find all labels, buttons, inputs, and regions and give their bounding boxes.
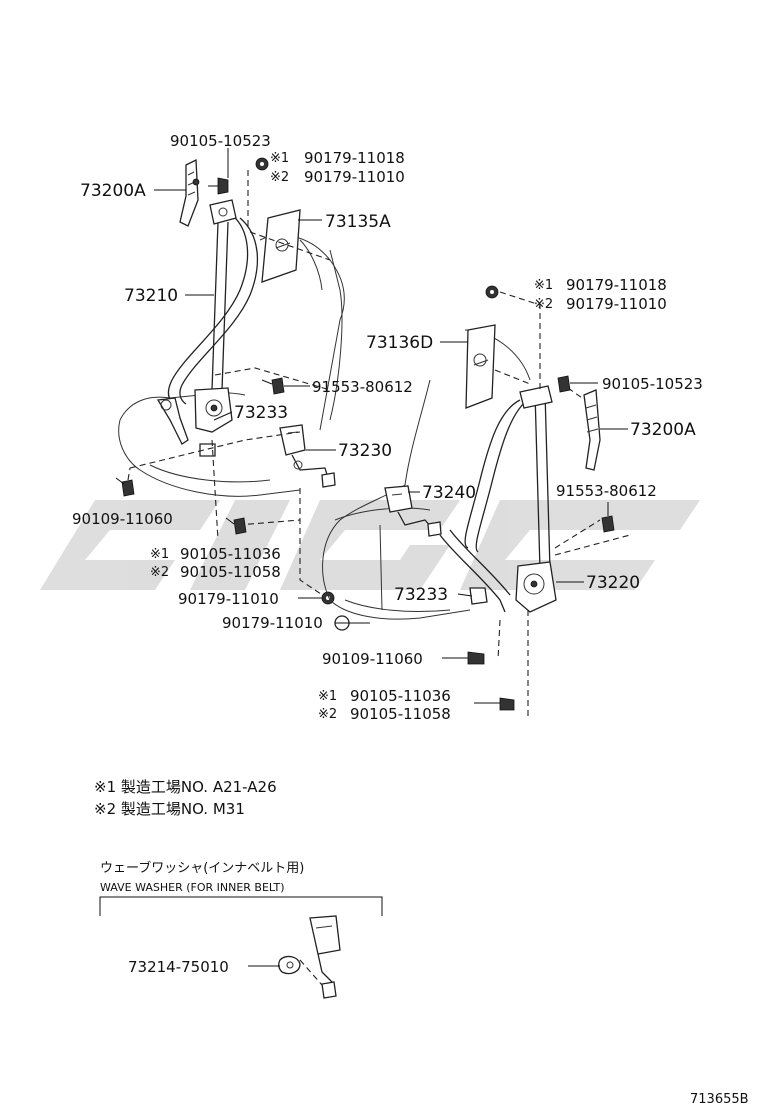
right-seat-outline: [322, 329, 531, 620]
label-90105-11036-right: 90105-11036: [350, 687, 451, 705]
left-seat-outline: [118, 234, 345, 497]
label-91553-80612-mid: 91553-80612: [312, 378, 413, 396]
label-73200A-right: 73200A: [630, 420, 696, 440]
label-90179-11010-top: 90179-11010: [304, 168, 405, 186]
left-belt-73210: [167, 199, 259, 406]
label-90179-11010-a: 90179-11010: [178, 590, 279, 608]
label-91553-80612-right: 91553-80612: [556, 482, 657, 500]
right-belt: [439, 385, 553, 613]
bolt-91553-80612-mid: [261, 377, 285, 395]
left-buckle-73230: [279, 424, 336, 488]
left-anchor-73200A: [179, 158, 200, 227]
label-73136D: 73136D: [366, 333, 433, 353]
label-note2-bottom: ※2: [318, 707, 337, 722]
label-73135A: 73135A: [325, 212, 391, 232]
left-dashed-lines: [127, 170, 331, 601]
right-anchor-73200A: [583, 389, 601, 471]
belt-guide-73135A: [261, 209, 301, 283]
label-90109-11060-right: 90109-11060: [322, 650, 423, 668]
label-note1-right: ※1: [534, 278, 553, 293]
right-anchor-cover-73233: [469, 587, 488, 605]
footnote-1: ※1 製造工場NO. A21-A26: [94, 778, 277, 796]
label-note1-mid: ※1: [150, 547, 169, 562]
wave-washer-inset: ウェーブワッシャ(インナベルト用) WAVE WASHER (FOR INNER…: [99, 860, 383, 999]
figure-id: 713655B: [690, 1092, 749, 1107]
label-73230: 73230: [338, 441, 392, 461]
label-73200A-left: 73200A: [80, 181, 146, 201]
bolt-90105-11036-right: [499, 697, 515, 711]
label-90109-11060-left: 90109-11060: [72, 510, 173, 528]
right-buckle-73240: [384, 485, 442, 537]
label-90105-11058-right: 90105-11058: [350, 705, 451, 723]
label-73214-75010: 73214-75010: [128, 958, 229, 976]
right-retractor-73220: [515, 561, 557, 613]
bolt-90105-10523-right: [557, 375, 571, 393]
label-note2-right: ※2: [534, 297, 553, 312]
nut-90179-right: [485, 285, 499, 299]
label-90105-10523-right: 90105-10523: [602, 375, 703, 393]
label-73233-right: 73233: [394, 585, 448, 605]
leader-lines: [154, 148, 628, 704]
label-note1-bottom: ※1: [318, 689, 337, 704]
label-90179-11010-right: 90179-11010: [566, 295, 667, 313]
label-90179-11018-right: 90179-11018: [566, 276, 667, 294]
bolt-90105-10523-top: [208, 177, 229, 195]
footnote-2: ※2 製造工場NO. M31: [94, 800, 245, 818]
left-retractor: [156, 387, 233, 457]
bolt-90109-11060-left: [115, 477, 135, 497]
label-90105-11058-left: 90105-11058: [180, 563, 281, 581]
label-90105-10523-top: 90105-10523: [170, 132, 271, 150]
label-90179-11010-b: 90179-11010: [222, 614, 323, 632]
footnotes: ※1 製造工場NO. A21-A26 ※2 製造工場NO. M31: [94, 778, 277, 818]
right-dashed-lines: [494, 291, 631, 720]
bolt-91553-80612-right: [601, 502, 615, 533]
label-90179-11018-top: 90179-11018: [304, 149, 405, 167]
nut-90179-top: [255, 157, 269, 171]
bolt-90105-11036-left: [225, 517, 247, 535]
label-note1-top: ※1: [270, 151, 289, 166]
part-labels: 90105-10523 73200A ※1 90179-11018 ※2 901…: [72, 132, 703, 723]
label-note2-top: ※2: [270, 170, 289, 185]
label-90105-11036-left: 90105-11036: [180, 545, 281, 563]
label-73240: 73240: [422, 483, 476, 503]
label-73233-left: 73233: [234, 403, 288, 423]
belt-guide-73136D: [465, 324, 496, 409]
label-73220: 73220: [586, 573, 640, 593]
inset-title-jp: ウェーブワッシャ(インナベルト用): [100, 860, 304, 876]
label-note2-mid: ※2: [150, 565, 169, 580]
label-73210: 73210: [124, 286, 178, 306]
bolt-90109-11060-right: [467, 651, 485, 665]
inset-title-en: WAVE WASHER (FOR INNER BELT): [100, 881, 285, 894]
